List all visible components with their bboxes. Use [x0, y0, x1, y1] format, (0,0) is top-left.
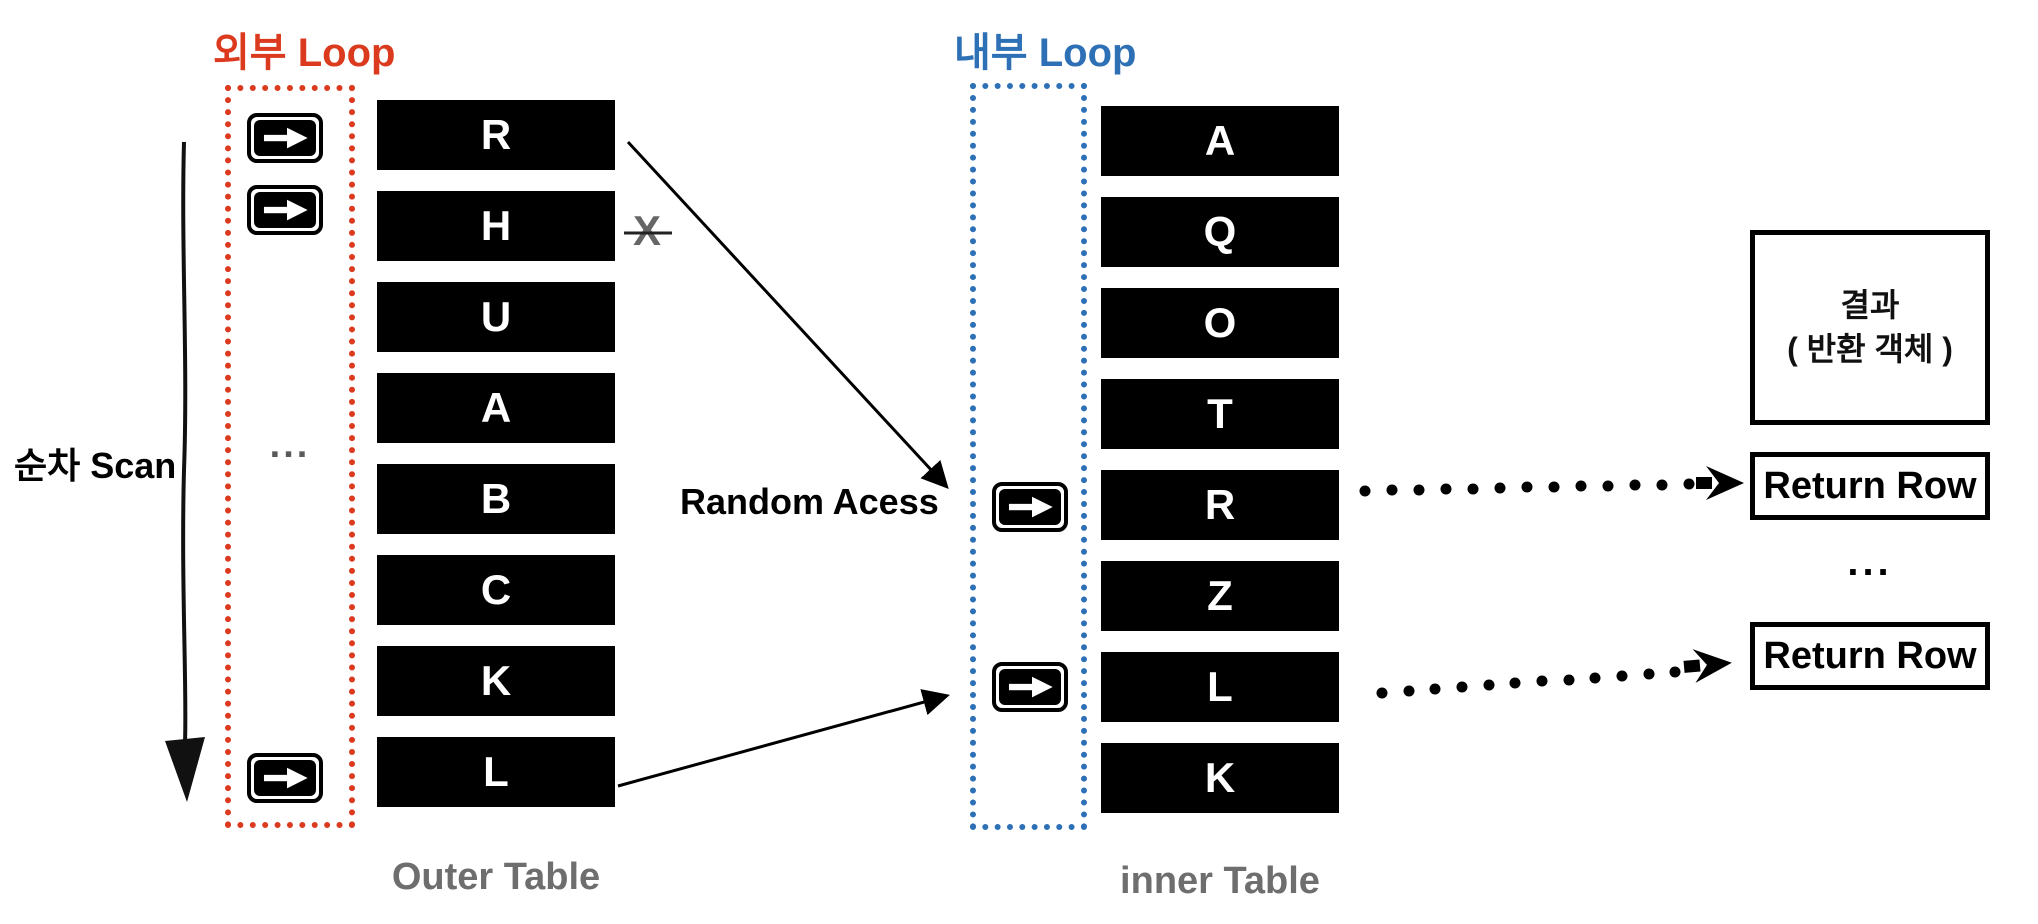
return-row-box-1: Return Row — [1750, 452, 1990, 520]
crossed-out-x-mark: X — [633, 207, 662, 254]
right-arrow-icon-face — [254, 120, 316, 156]
random-access-label: Random Acess — [680, 481, 939, 522]
return-arrowhead-2 — [1683, 649, 1732, 683]
table-row: T — [1101, 379, 1339, 449]
right-arrow-icon-face — [999, 669, 1061, 705]
outer-table-caption: Outer Table — [391, 856, 601, 898]
right-arrow-icon — [992, 482, 1068, 532]
right-arrow-icon — [247, 753, 323, 803]
return-arrowhead-1 — [1696, 466, 1744, 500]
return-dotted-line-1 — [1359, 466, 1744, 500]
table-row: K — [377, 646, 615, 716]
table-row: R — [377, 100, 615, 170]
table-row: Q — [1101, 197, 1339, 267]
right-arrow-icon — [992, 662, 1068, 712]
result-box-line1: 결과 — [1840, 287, 1900, 324]
table-row: O — [1101, 288, 1339, 358]
right-arrow-icon — [247, 185, 323, 235]
table-row: L — [1101, 652, 1339, 722]
outer-loop-label: 외부 Loop — [213, 31, 396, 75]
table-row: U — [377, 282, 615, 352]
inner-loop-label: 내부 Loop — [954, 31, 1137, 75]
right-arrow-icon-face — [254, 760, 316, 796]
right-arrow-icon-face — [254, 192, 316, 228]
return-dotted-line-2 — [1376, 649, 1732, 699]
outer-loop-ellipsis: ... — [269, 424, 311, 466]
table-row: H — [377, 191, 615, 261]
sequential-scan-label: 순차 Scan — [14, 445, 177, 486]
result-ellipsis: ... — [1847, 540, 1893, 584]
inner-loop-dotted-box — [970, 83, 1087, 830]
table-row: C — [377, 555, 615, 625]
table-row: R — [1101, 470, 1339, 540]
right-arrow-icon — [247, 113, 323, 163]
table-row: K — [1101, 743, 1339, 813]
return-row-box-2: Return Row — [1750, 622, 1990, 690]
inner-table-caption: inner Table — [1120, 860, 1320, 902]
table-row: L — [377, 737, 615, 807]
table-row: B — [377, 464, 615, 534]
table-row: A — [1101, 106, 1339, 176]
outer-loop-dotted-box — [225, 85, 355, 828]
result-box-line2: ( 반환 객체 ) — [1787, 330, 1953, 367]
table-row: A — [377, 373, 615, 443]
random-access-arrow-l — [617, 689, 950, 788]
right-arrow-icon-face — [999, 489, 1061, 525]
random-access-arrow-r — [626, 140, 949, 489]
table-row: Z — [1101, 561, 1339, 631]
result-box: 결과 ( 반환 객체 ) — [1750, 230, 1990, 425]
